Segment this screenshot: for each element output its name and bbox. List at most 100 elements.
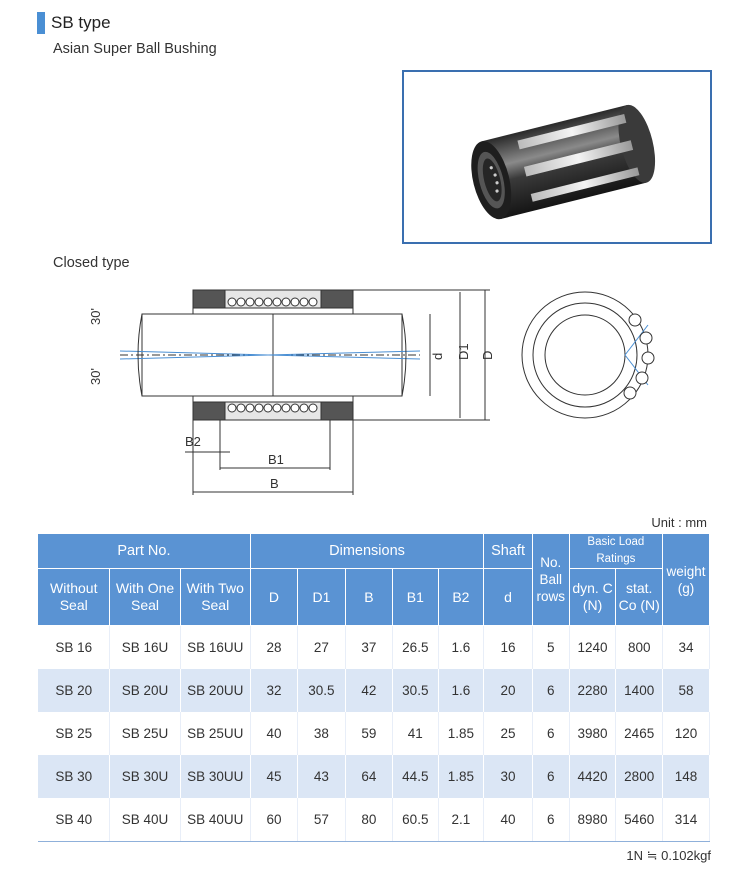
col-two-seal: With Two Seal — [180, 568, 251, 626]
group-load-ratings: Basic Load Ratings — [569, 534, 664, 569]
col-stat-co: stat. Co (N) — [615, 568, 664, 626]
cell-weight: 34 — [662, 625, 710, 669]
cell-weight: 314 — [662, 798, 710, 842]
cell-one: SB 30U — [109, 755, 181, 798]
col-ball-rows: No. Ball rows — [532, 534, 570, 626]
group-part-no: Part No. — [38, 534, 251, 569]
col-one-seal: With One Seal — [109, 568, 181, 626]
table-row: SB 40 SB 40U SB 40UU 60 57 80 60.5 2.1 4… — [38, 798, 710, 842]
cell-B2: 1.6 — [438, 625, 485, 669]
cell-D: 32 — [250, 669, 299, 712]
cell-stat: 5460 — [615, 798, 664, 842]
cell-rows: 5 — [532, 625, 570, 669]
dim-B2-label: B2 — [185, 434, 201, 449]
cell-without: SB 40 — [38, 798, 111, 842]
cell-without: SB 20 — [38, 669, 111, 712]
dim-B-label: B — [270, 476, 279, 491]
cell-stat: 1400 — [615, 669, 664, 712]
cell-D: 45 — [250, 755, 299, 798]
group-dimensions: Dimensions — [250, 534, 485, 569]
cell-B2: 1.6 — [438, 669, 485, 712]
dim-d-label: d — [430, 353, 445, 360]
table-row: SB 25 SB 25U SB 25UU 40 38 59 41 1.85 25… — [38, 712, 710, 755]
cell-two: SB 20UU — [180, 669, 251, 712]
page-subtitle: Asian Super Ball Bushing — [53, 41, 217, 57]
spec-table: Part No. Dimensions Shaft No. Ball rows … — [38, 534, 710, 842]
cell-B2: 1.85 — [438, 755, 485, 798]
cell-without: SB 30 — [38, 755, 111, 798]
cell-one: SB 16U — [109, 625, 181, 669]
col-shaft-d: d — [483, 568, 533, 626]
col-dyn-c: dyn. C (N) — [569, 568, 617, 626]
cell-B: 42 — [345, 669, 394, 712]
dim-D-label: D — [480, 351, 495, 360]
cell-stat: 2800 — [615, 755, 664, 798]
table-row: SB 30 SB 30U SB 30UU 45 43 64 44.5 1.85 … — [38, 755, 710, 798]
cell-rows: 6 — [532, 712, 570, 755]
cell-D: 40 — [250, 712, 299, 755]
cell-B1: 30.5 — [392, 669, 439, 712]
cell-B2: 2.1 — [438, 798, 485, 842]
cell-rows: 6 — [532, 755, 570, 798]
cell-without: SB 16 — [38, 625, 111, 669]
cell-without: SB 25 — [38, 712, 111, 755]
cell-B2: 1.85 — [438, 712, 485, 755]
cell-one: SB 25U — [109, 712, 181, 755]
unit-conversion-note: 1N ≒ 0.102kgf — [626, 848, 711, 863]
cell-D1: 57 — [297, 798, 346, 842]
col-weight: weight (g) — [662, 534, 710, 626]
cell-B: 59 — [345, 712, 394, 755]
cell-one: SB 40U — [109, 798, 181, 842]
cell-stat: 2465 — [615, 712, 664, 755]
cell-B: 80 — [345, 798, 394, 842]
cell-D: 60 — [250, 798, 299, 842]
cell-weight: 148 — [662, 755, 710, 798]
cell-dyn: 8980 — [569, 798, 617, 842]
cell-B1: 26.5 — [392, 625, 439, 669]
cell-B: 37 — [345, 625, 394, 669]
angle-bottom-label: 30' — [90, 368, 103, 385]
col-without-seal: Without Seal — [38, 568, 111, 626]
cell-one: SB 20U — [109, 669, 181, 712]
cell-two: SB 30UU — [180, 755, 251, 798]
cell-d: 40 — [483, 798, 533, 842]
cell-d: 16 — [483, 625, 533, 669]
cell-dyn: 2280 — [569, 669, 617, 712]
cell-D1: 27 — [297, 625, 346, 669]
cell-D: 28 — [250, 625, 299, 669]
col-D: D — [250, 568, 299, 626]
cell-rows: 6 — [532, 798, 570, 842]
cell-weight: 120 — [662, 712, 710, 755]
cell-B1: 44.5 — [392, 755, 439, 798]
title-accent-bar — [37, 12, 45, 34]
cell-D1: 43 — [297, 755, 346, 798]
angle-top-label: 30' — [90, 308, 103, 325]
cell-d: 30 — [483, 755, 533, 798]
group-shaft: Shaft — [483, 534, 533, 569]
cell-d: 25 — [483, 712, 533, 755]
cell-dyn: 3980 — [569, 712, 617, 755]
cell-two: SB 40UU — [180, 798, 251, 842]
table-row: SB 16 SB 16U SB 16UU 28 27 37 26.5 1.6 1… — [38, 625, 710, 669]
technical-drawing: 30' 30' d D1 D B2 B1 B — [90, 289, 655, 495]
section-label: Closed type — [53, 255, 130, 271]
cell-B: 64 — [345, 755, 394, 798]
cell-dyn: 1240 — [569, 625, 617, 669]
cell-weight: 58 — [662, 669, 710, 712]
cell-d: 20 — [483, 669, 533, 712]
cell-B1: 41 — [392, 712, 439, 755]
page-title: SB type — [51, 13, 111, 32]
cell-rows: 6 — [532, 669, 570, 712]
dim-B1-label: B1 — [268, 452, 284, 467]
ball-bushing-photo — [471, 104, 656, 220]
table-row: SB 20 SB 20U SB 20UU 32 30.5 42 30.5 1.6… — [38, 669, 710, 712]
col-B2: B2 — [438, 568, 485, 626]
cell-D1: 38 — [297, 712, 346, 755]
dim-D1-label: D1 — [456, 343, 471, 360]
col-B1: B1 — [392, 568, 439, 626]
cell-two: SB 16UU — [180, 625, 251, 669]
unit-label: Unit : mm — [651, 515, 707, 530]
col-D1: D1 — [297, 568, 346, 626]
cell-D1: 30.5 — [297, 669, 346, 712]
cell-two: SB 25UU — [180, 712, 251, 755]
